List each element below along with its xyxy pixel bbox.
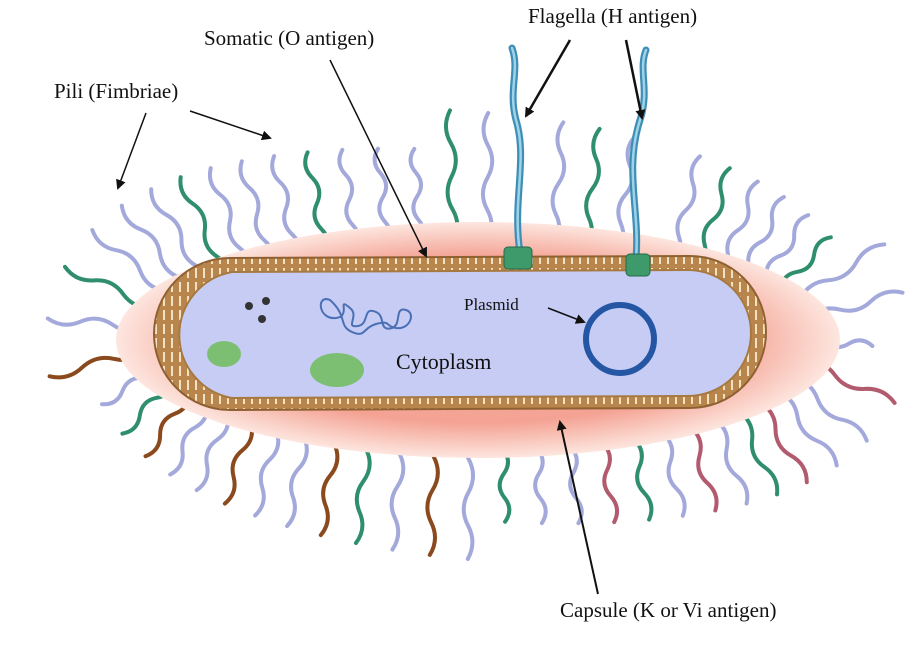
- flagellum-basal-body: [625, 253, 651, 277]
- somatic-label: Somatic (O antigen): [204, 26, 375, 50]
- plasmid-ring: [583, 302, 657, 376]
- nucleoid-dna: [320, 298, 412, 335]
- pilus: [480, 111, 495, 244]
- inclusion-body: [207, 341, 241, 367]
- pili-pointer-right: [189, 110, 272, 141]
- pilus: [443, 108, 460, 245]
- pilus: [583, 126, 602, 251]
- flagellum-highlight: [631, 48, 648, 260]
- cytoplasm-region: [178, 268, 752, 400]
- somatic-pointer: [329, 59, 427, 258]
- flagellum-basal-body: [503, 246, 533, 270]
- cytoplasm-label: Cytoplasm: [396, 349, 492, 374]
- pilus: [550, 120, 567, 247]
- capsule-pointer: [556, 420, 599, 595]
- flagella-label: Flagella (H antigen): [528, 4, 698, 28]
- plasmid-pointer: [547, 307, 586, 324]
- flagella-pointer-right: [624, 39, 646, 120]
- flagellum-highlight: [510, 46, 522, 255]
- ribosome-dot: [262, 297, 270, 305]
- ribosome-dot: [258, 315, 266, 323]
- capsule-label: Capsule (K or Vi antigen): [560, 598, 777, 622]
- flagella-group: [503, 44, 651, 277]
- pili-pointer-left: [116, 112, 147, 190]
- ribosome-dot: [245, 302, 253, 310]
- pili-label: Pili (Fimbriae): [54, 79, 179, 103]
- flagella-pointer-left: [524, 39, 572, 118]
- plasmid-label: Plasmid: [464, 295, 519, 314]
- inclusion-body: [310, 353, 364, 387]
